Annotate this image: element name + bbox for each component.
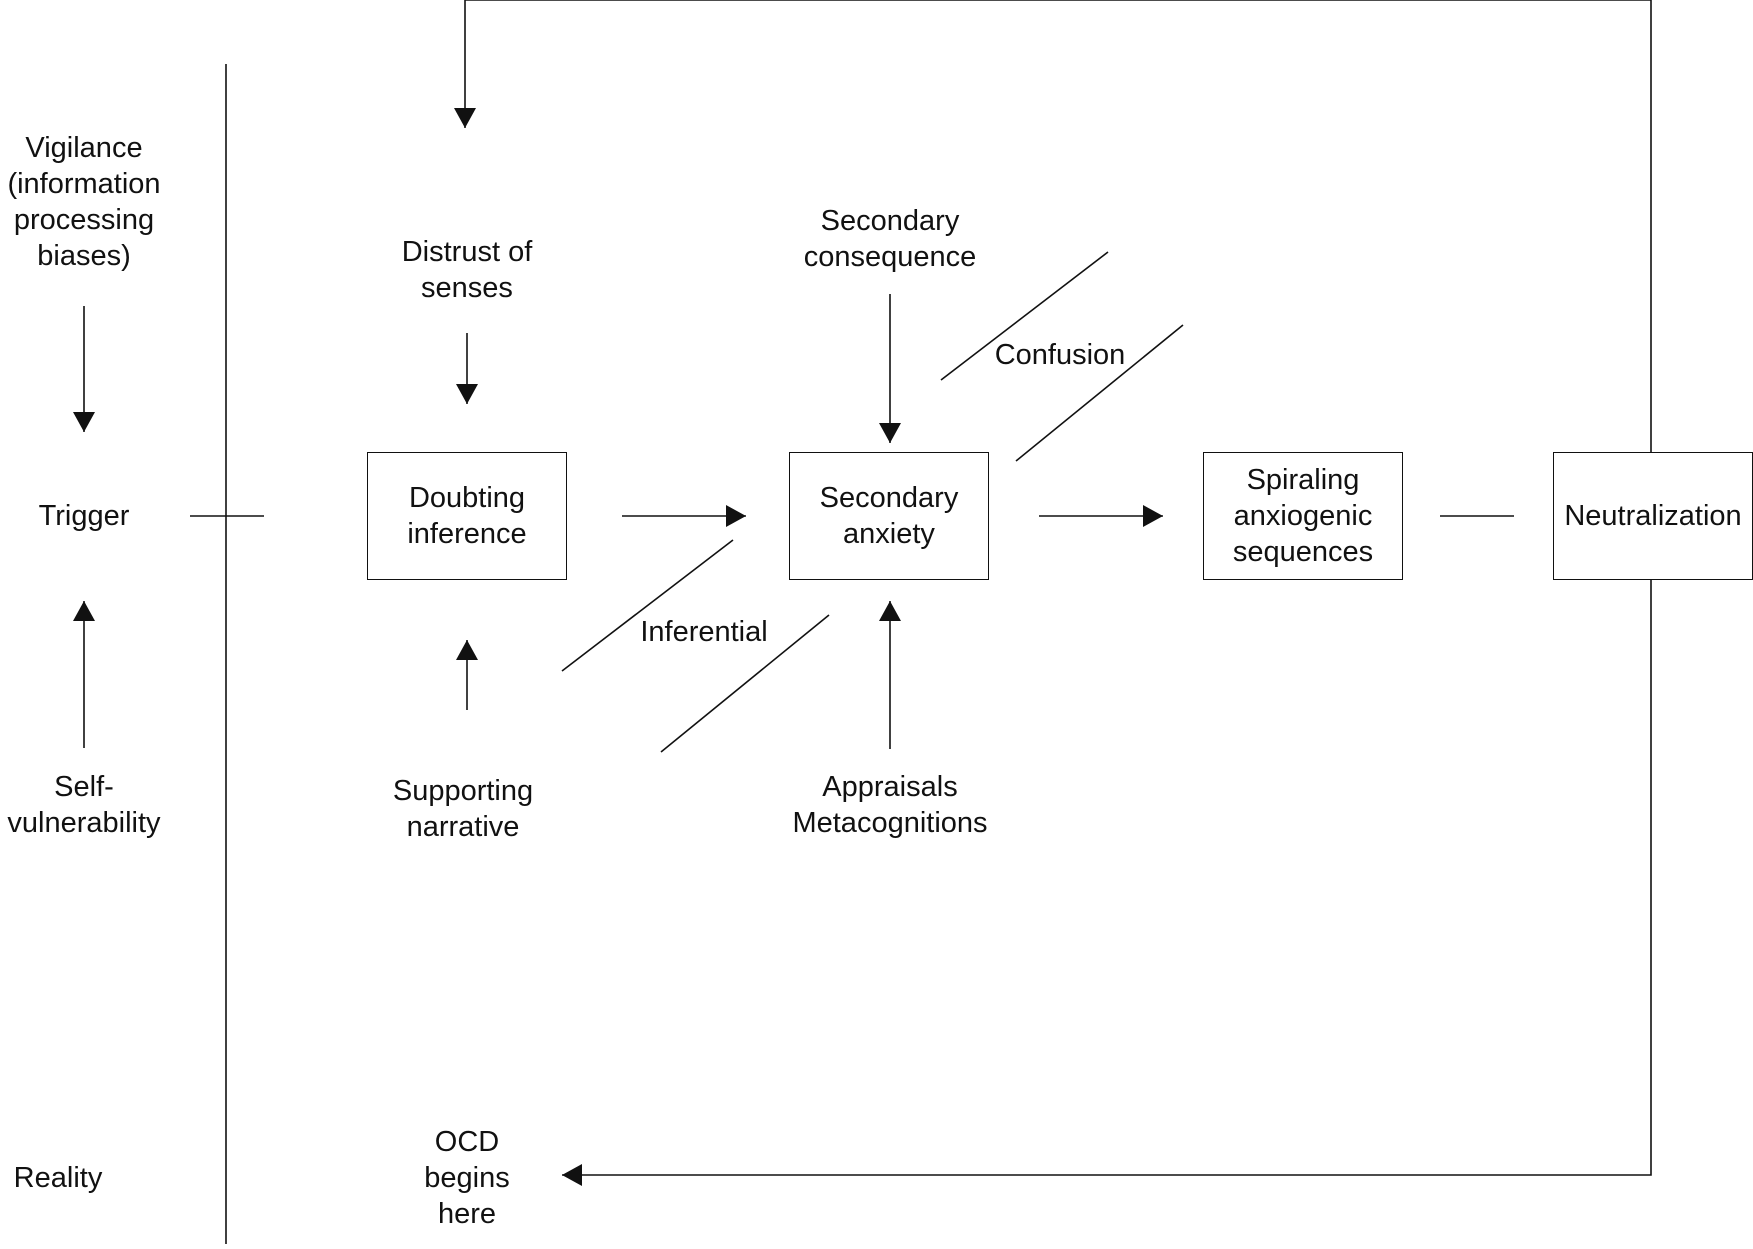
feedback-loop-top-arrow: [454, 0, 1652, 452]
spiraling-sequences-box: Spiraling anxiogenic sequences: [1203, 452, 1403, 580]
inferential-diagonal-lower: [660, 614, 830, 753]
reality-label: Reality: [13, 1162, 103, 1194]
confusion-label: Confusion: [994, 339, 1126, 371]
ocd-begins-here-label: OCD begins here: [424, 1126, 510, 1230]
confusion-diagonal-lower: [1015, 324, 1184, 462]
self-vulnerability-label: Self- vulnerability: [7, 771, 161, 839]
inferential-diagonal-upper: [561, 539, 734, 672]
trigger-label: Trigger: [38, 500, 130, 532]
inferential-label: Inferential: [640, 616, 768, 648]
secondary-consequence-label: Secondary consequence: [803, 205, 977, 273]
appraisals-metacognitions-label: Appraisals Metacognitions: [792, 771, 988, 839]
supporting-narrative-label: Supporting narrative: [392, 775, 534, 843]
secondary-anxiety-box: Secondary anxiety: [789, 452, 989, 580]
feedback-loop-bottom-arrow: [562, 580, 1652, 1186]
doubting-inference-box: Doubting inference: [367, 452, 567, 580]
distrust-of-senses-label: Distrust of senses: [401, 236, 533, 304]
confusion-diagonal-upper: [940, 251, 1109, 381]
vigilance-label: Vigilance (information processing biases…: [7, 132, 161, 272]
neutralization-box: Neutralization: [1553, 452, 1753, 580]
